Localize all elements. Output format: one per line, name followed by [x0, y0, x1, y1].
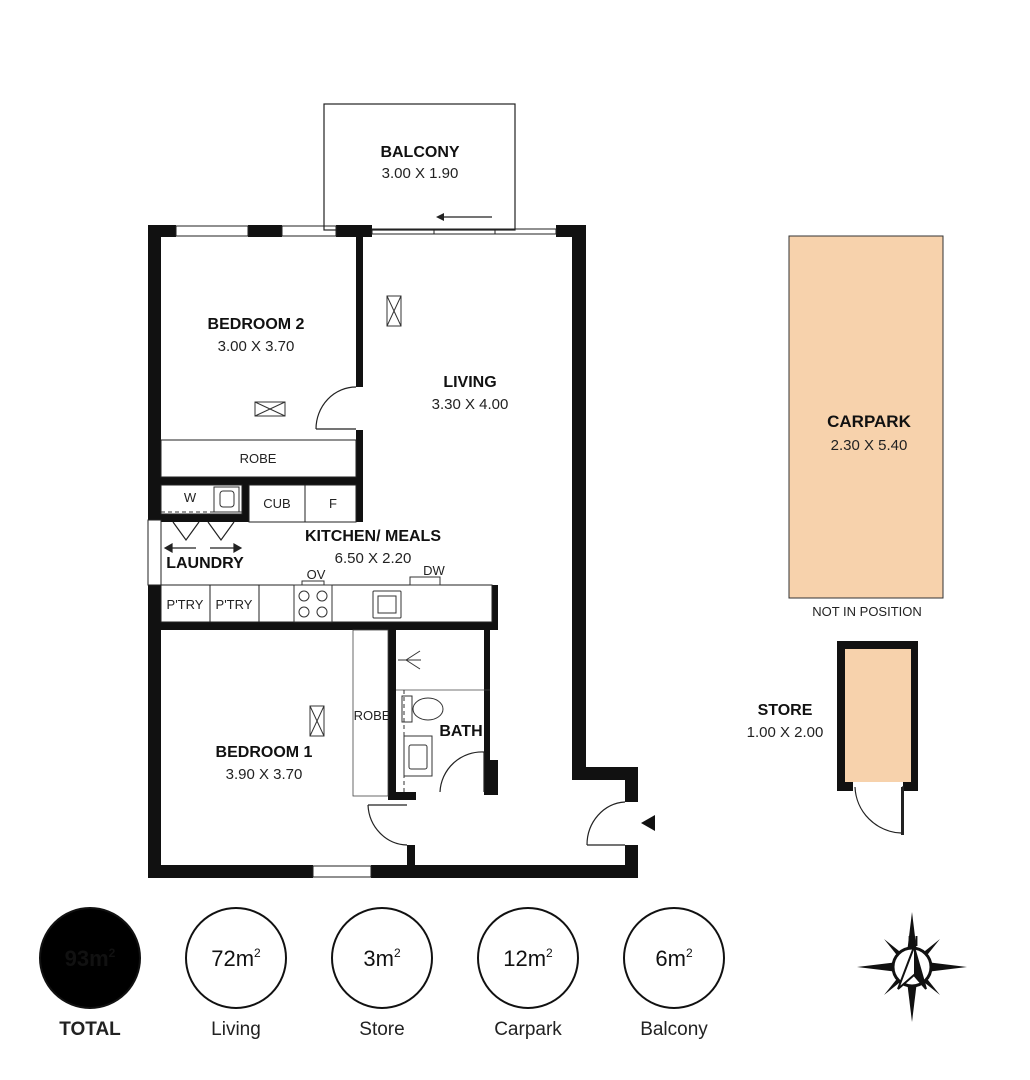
area-label: Living [211, 1019, 261, 1040]
dishwasher-label: DW [423, 563, 445, 578]
carpark-note: NOT IN POSITION [812, 604, 922, 619]
light-fitting-icon [254, 401, 286, 417]
cub-label: CUB [263, 496, 290, 511]
robe-top-label: ROBE [240, 451, 277, 466]
area-circle [331, 907, 433, 1009]
bedroom1-door[interactable] [367, 804, 408, 846]
laundry-label: LAUNDRY [166, 555, 244, 572]
area-circle [477, 907, 579, 1009]
area-label: Balcony [640, 1019, 708, 1040]
vanity-icon [403, 735, 433, 777]
area-circle [623, 907, 725, 1009]
sink-icon [372, 590, 402, 619]
toilet-icon [401, 695, 444, 723]
bifold-door-icon[interactable] [172, 521, 235, 542]
compass-letter: N [908, 933, 919, 950]
area-label: Store [359, 1019, 404, 1040]
area-value: 93m2 [65, 946, 116, 971]
walls [148, 225, 638, 878]
cooktop-icon [293, 584, 333, 623]
carpark-label: CARPARK [827, 412, 911, 431]
kitchen-bench [160, 584, 493, 623]
area-label: TOTAL [59, 1019, 121, 1040]
robe-top [160, 439, 357, 478]
living: LIVING 3.30 X 4.00 [386, 295, 509, 413]
entry-arrow-icon [641, 815, 655, 831]
entry-door[interactable] [586, 801, 626, 846]
laundry-area: W CUB F LAUNDRY [147, 484, 357, 586]
light-fitting-icon [386, 295, 402, 327]
shower-head-icon [398, 650, 421, 670]
area-value: 12m2 [503, 946, 553, 971]
bath-label: BATH [439, 723, 482, 740]
bedroom1-dims: 3.90 X 3.70 [226, 766, 303, 783]
area-circle [39, 907, 141, 1009]
double-arrow-icon [163, 542, 243, 554]
slide-arrow-icon [436, 213, 492, 221]
area-circle [185, 907, 287, 1009]
balcony-dims: 3.00 X 1.90 [382, 165, 459, 182]
store: STORE 1.00 X 2.00 [747, 641, 918, 835]
area-label: Carpark [494, 1019, 562, 1040]
robe-bed1-label: ROBE [354, 708, 391, 723]
area-value: 72m2 [211, 946, 261, 971]
balcony-area: BALCONY 3.00 X 1.90 [323, 103, 516, 231]
carpark: CARPARK 2.30 X 5.40 NOT IN POSITION [788, 235, 944, 619]
kitchen-dims: 6.50 X 2.20 [335, 550, 412, 567]
store-door[interactable] [854, 786, 902, 834]
bedroom1-label: BEDROOM 1 [216, 744, 313, 761]
bedroom-2: BEDROOM 2 3.00 X 3.70 ROBE [160, 316, 357, 478]
carpark-dims: 2.30 X 5.40 [831, 437, 908, 454]
bedroom-1: BEDROOM 1 3.90 X 3.70 ROBE [216, 629, 408, 846]
oven-label: OV [307, 567, 326, 582]
laundry-tub-icon [213, 486, 240, 513]
area-value: 3m2 [363, 946, 401, 971]
fridge-label: F [329, 496, 337, 511]
bath: BATH [396, 650, 490, 793]
area-value: 6m2 [655, 946, 693, 971]
store-label: STORE [758, 702, 813, 719]
laundry-window [147, 519, 162, 586]
bedroom2-dims: 3.00 X 3.70 [218, 338, 295, 355]
bath-door[interactable] [439, 751, 485, 793]
bedroom2-door[interactable] [315, 386, 357, 430]
living-label: LIVING [443, 374, 496, 391]
store-dims: 1.00 X 2.00 [747, 724, 824, 741]
kitchen-label: KITCHEN/ MEALS [305, 528, 441, 545]
pantry2-label: P'TRY [216, 597, 253, 612]
kitchen: KITCHEN/ MEALS 6.50 X 2.20 P'TRY P'TRY O… [160, 528, 493, 623]
windows [175, 225, 557, 878]
bedroom2-label: BEDROOM 2 [208, 316, 305, 333]
robe-bed1 [352, 629, 389, 797]
living-dims: 3.30 X 4.00 [432, 396, 509, 413]
balcony-label: BALCONY [380, 144, 459, 161]
pantry1-label: P'TRY [167, 597, 204, 612]
light-fitting-icon [309, 705, 325, 737]
north-arrow-icon: N [857, 912, 967, 1022]
washer-label: W [184, 490, 197, 505]
